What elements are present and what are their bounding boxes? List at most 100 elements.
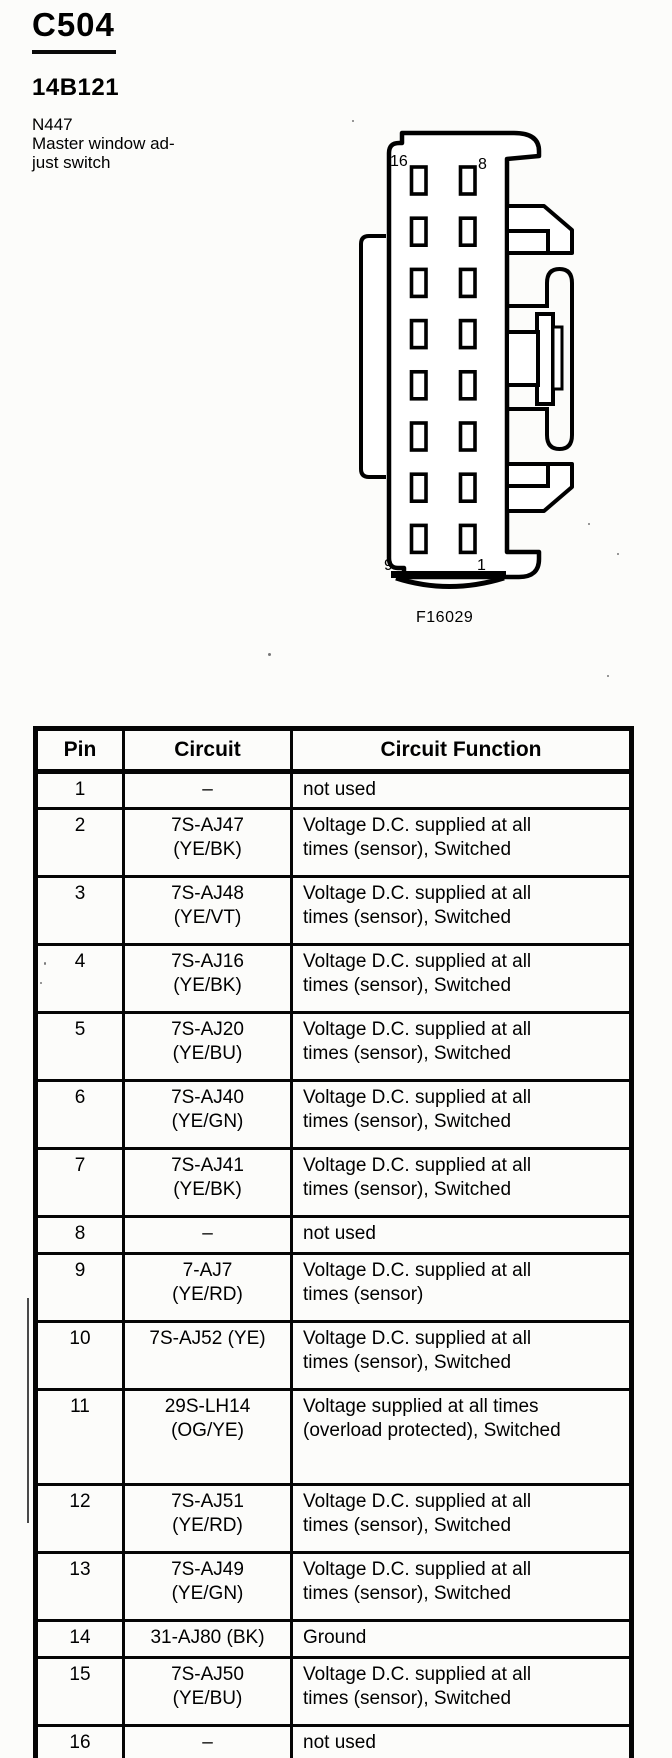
connector-left-wing (359, 234, 386, 479)
pin-label-top-left: 16 (390, 153, 408, 170)
connector-bottom-band (391, 571, 506, 578)
pin-cell: 16 (34, 1724, 125, 1758)
pin-slot (458, 267, 477, 299)
circuit-cell: 7S-AJ20(YE/BU) (122, 1011, 293, 1082)
component-desc-line2: just switch (32, 153, 111, 172)
pin-cell: 9 (34, 1252, 125, 1323)
pin-label-bottom-right: 1 (477, 557, 486, 574)
scan-stray-line (27, 1298, 29, 1523)
pin-slot (409, 472, 428, 504)
circuit-cell: – (122, 1215, 293, 1255)
scan-speck (352, 120, 354, 122)
circuit-cell: 7S-AJ51(YE/RD) (122, 1483, 293, 1554)
pin-cell: 7 (34, 1147, 125, 1218)
heading-underline (32, 50, 116, 54)
pin-slots (409, 165, 477, 555)
pin-cell: 6 (34, 1079, 125, 1150)
connector-clip-box (505, 330, 540, 387)
header-pin: Pin (34, 727, 125, 774)
circuit-cell: 7S-AJ52 (YE) (122, 1320, 293, 1391)
function-cell: Voltage supplied at all times(overload p… (290, 1388, 633, 1486)
pin-cell: 5 (34, 1011, 125, 1082)
pin-slot (409, 216, 428, 247)
scan-speck (607, 675, 609, 677)
circuit-cell: 7S-AJ47(YE/BK) (122, 807, 293, 878)
scan-speck (617, 553, 619, 555)
part-number-heading: 14B121 (32, 74, 120, 101)
connector-diagram: 16 8 9 1 (359, 130, 574, 589)
pin-slot (409, 318, 428, 350)
pin-cell: 10 (34, 1320, 125, 1391)
component-description: N447 Master window ad- just switch (32, 115, 175, 172)
circuit-cell: 7S-AJ49(YE/GN) (122, 1551, 293, 1622)
pin-slot (458, 421, 477, 452)
header-circuit-function: Circuit Function (290, 727, 633, 774)
pin-cell: 3 (34, 875, 125, 946)
pin-slot (458, 165, 477, 196)
pin-cell: 1 (34, 770, 125, 810)
circuit-cell: – (122, 770, 293, 810)
circuit-cell: 7S-AJ50(YE/BU) (122, 1656, 293, 1727)
pin-cell: 2 (34, 807, 125, 878)
pin-cell: 15 (34, 1656, 125, 1727)
circuit-cell: 7S-AJ16(YE/BK) (122, 943, 293, 1014)
circuit-cell: 7-AJ7(YE/RD) (122, 1252, 293, 1323)
circuit-cell: 7S-AJ41(YE/BK) (122, 1147, 293, 1218)
pin-slot (409, 369, 428, 401)
scan-speck (268, 653, 271, 656)
pin-cell: 4 (34, 943, 125, 1014)
component-code: N447 (32, 115, 73, 134)
pin-cell: 8 (34, 1215, 125, 1255)
pin-slot (409, 523, 428, 555)
pin-slot (409, 421, 428, 452)
connector-bottom-latch-notch (507, 464, 550, 488)
pin-slot (458, 369, 477, 401)
pin-slot (458, 318, 477, 350)
function-cell: not used (290, 1215, 633, 1255)
circuit-cell: 31-AJ80 (BK) (122, 1619, 293, 1659)
pin-label-top-right: 8 (478, 156, 487, 173)
pin-slot (458, 523, 477, 555)
connector-id-heading: C504 (32, 6, 115, 43)
circuit-cell: 7S-AJ40(YE/GN) (122, 1079, 293, 1150)
pin-slot (458, 216, 477, 247)
circuit-cell: 7S-AJ48(YE/VT) (122, 875, 293, 946)
connector-clip-inner (551, 325, 564, 391)
connector-middle-bar (507, 266, 574, 452)
figure-caption: F16029 (416, 609, 474, 626)
circuit-cell: 29S-LH14(OG/YE) (122, 1388, 293, 1486)
pin-cell: 13 (34, 1551, 125, 1622)
pin-cell: 12 (34, 1483, 125, 1554)
function-cell: not used (290, 1724, 633, 1758)
pin-table-header-row: Pin Circuit Circuit Function (34, 727, 633, 774)
scan-speck (44, 962, 46, 965)
function-cell: Ground (290, 1619, 633, 1659)
connector-bottom-lip (395, 575, 505, 589)
pin-row-1: 1–not used (34, 770, 633, 810)
connector-top-latch-notch (507, 229, 550, 253)
pin-slot (458, 472, 477, 504)
